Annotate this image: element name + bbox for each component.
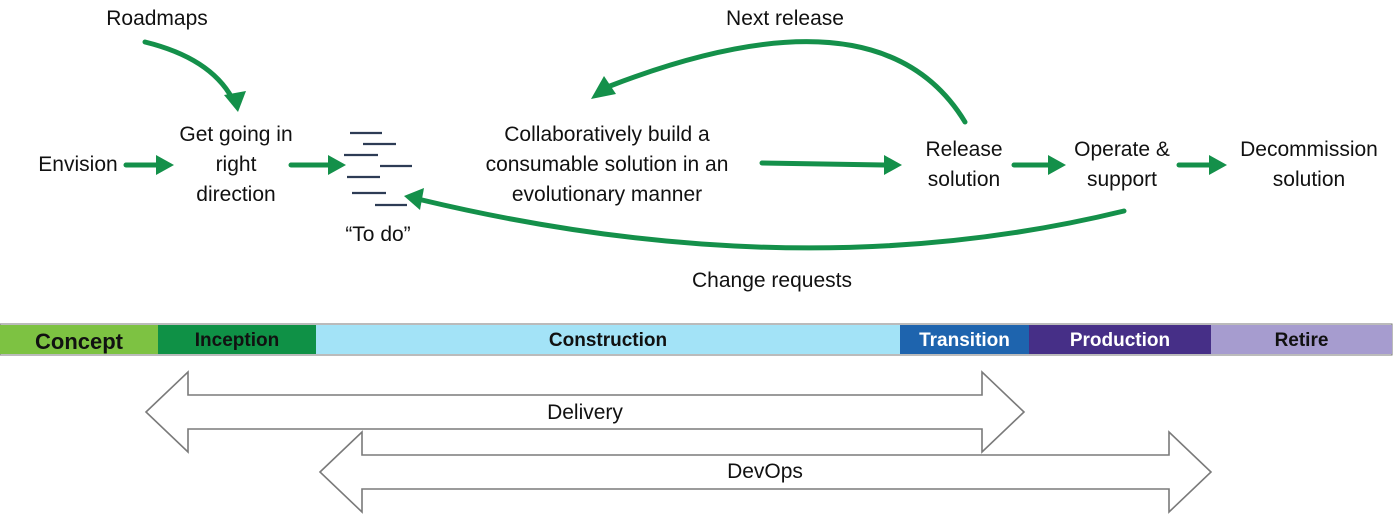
svg-text:Decommission: Decommission (1240, 138, 1378, 161)
next-release-label: Next release (726, 7, 844, 30)
envision-arrow (123, 155, 174, 175)
phase-transition (900, 325, 1029, 354)
phase-inception (158, 325, 316, 354)
todo-list-icon (344, 131, 412, 207)
change-requests-arrow (404, 188, 1127, 251)
build-label: Collaboratively build a consumable solut… (486, 123, 729, 206)
phase-transition-label: Transition (919, 330, 1010, 351)
svg-text:Get going in: Get going in (179, 123, 292, 146)
svg-text:solution: solution (928, 168, 1000, 191)
svg-text:Collaboratively build a: Collaboratively build a (504, 123, 710, 146)
operate-to-decommission-arrow (1176, 155, 1227, 175)
phase-construction (316, 325, 900, 354)
phase-inception-label: Inception (195, 330, 279, 351)
phase-retire (1211, 325, 1392, 354)
svg-text:right: right (216, 153, 257, 176)
operate-label: Operate & support (1074, 138, 1170, 191)
next-release-arrow (591, 39, 968, 125)
delivery-label: Delivery (547, 401, 623, 424)
decommission-label: Decommission solution (1240, 138, 1378, 191)
devops-label: DevOps (727, 460, 803, 483)
delivery-span-arrow: Delivery (144, 370, 1026, 454)
roadmaps-label: Roadmaps (106, 7, 208, 30)
phase-bar: Concept Inception Construction Transition Pr… (0, 325, 1392, 354)
phase-retire-label: Retire (1275, 330, 1329, 351)
phase-concept (0, 325, 158, 354)
phase-construction-label: Construction (549, 330, 667, 351)
build-to-release-arrow (759, 155, 902, 175)
phase-production-label: Production (1070, 330, 1170, 351)
svg-text:Operate &: Operate & (1074, 138, 1170, 161)
svg-text:solution: solution (1273, 168, 1345, 191)
svg-text:direction: direction (196, 183, 275, 206)
svg-text:support: support (1087, 168, 1157, 191)
get-going-arrow (288, 155, 346, 175)
envision-label: Envision (38, 153, 117, 176)
change-requests-label: Change requests (692, 269, 852, 292)
roadmaps-arrow (142, 39, 246, 112)
release-label: Release solution (925, 138, 1002, 191)
phase-production (1029, 325, 1211, 354)
get-going-label: Get going in right direction (179, 123, 292, 206)
todo-label: “To do” (345, 223, 410, 246)
svg-text:consumable solution in an: consumable solution in an (486, 153, 729, 176)
svg-text:Release: Release (925, 138, 1002, 161)
devops-span-arrow: DevOps (318, 430, 1213, 514)
svg-text:evolutionary manner: evolutionary manner (512, 183, 702, 206)
release-to-operate-arrow (1011, 155, 1066, 175)
phase-concept-label: Concept (35, 329, 124, 354)
